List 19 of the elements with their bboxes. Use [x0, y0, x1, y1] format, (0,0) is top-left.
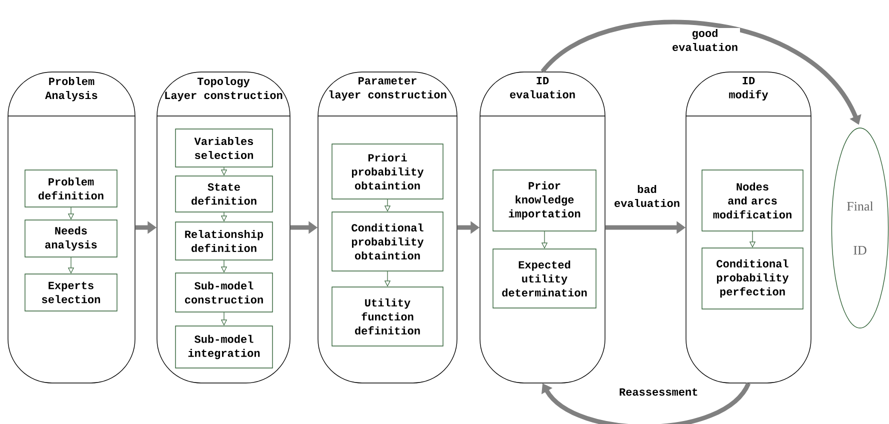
step-box: Utility function definition	[332, 286, 444, 346]
step-box: Needs analysis	[24, 220, 118, 258]
step-box: Nodes and arcs modification	[702, 170, 804, 232]
step-box: Experts selection	[24, 274, 118, 312]
edge-label: Reassessment	[618, 387, 698, 397]
step-box: Relationship definition	[175, 222, 273, 260]
arrow	[542, 382, 750, 424]
edge-label: good evaluation	[670, 28, 740, 52]
step-box: Prior knowledge importation	[492, 170, 596, 232]
step-box: Sub-model integration	[175, 326, 273, 368]
step-box: Problem definition	[24, 170, 118, 208]
step-box: Priori probability obtaintion	[332, 144, 444, 200]
step-box: Expected utility determination	[492, 248, 596, 308]
step-box: Variables selection	[175, 128, 273, 168]
step-box: Sub-model construction	[175, 272, 273, 312]
step-box: Conditional probability obtaintion	[332, 212, 444, 272]
edge-label: bad evaluation	[612, 184, 682, 208]
step-box: Conditional probability perfection	[702, 248, 804, 310]
step-box: State definition	[175, 176, 273, 212]
